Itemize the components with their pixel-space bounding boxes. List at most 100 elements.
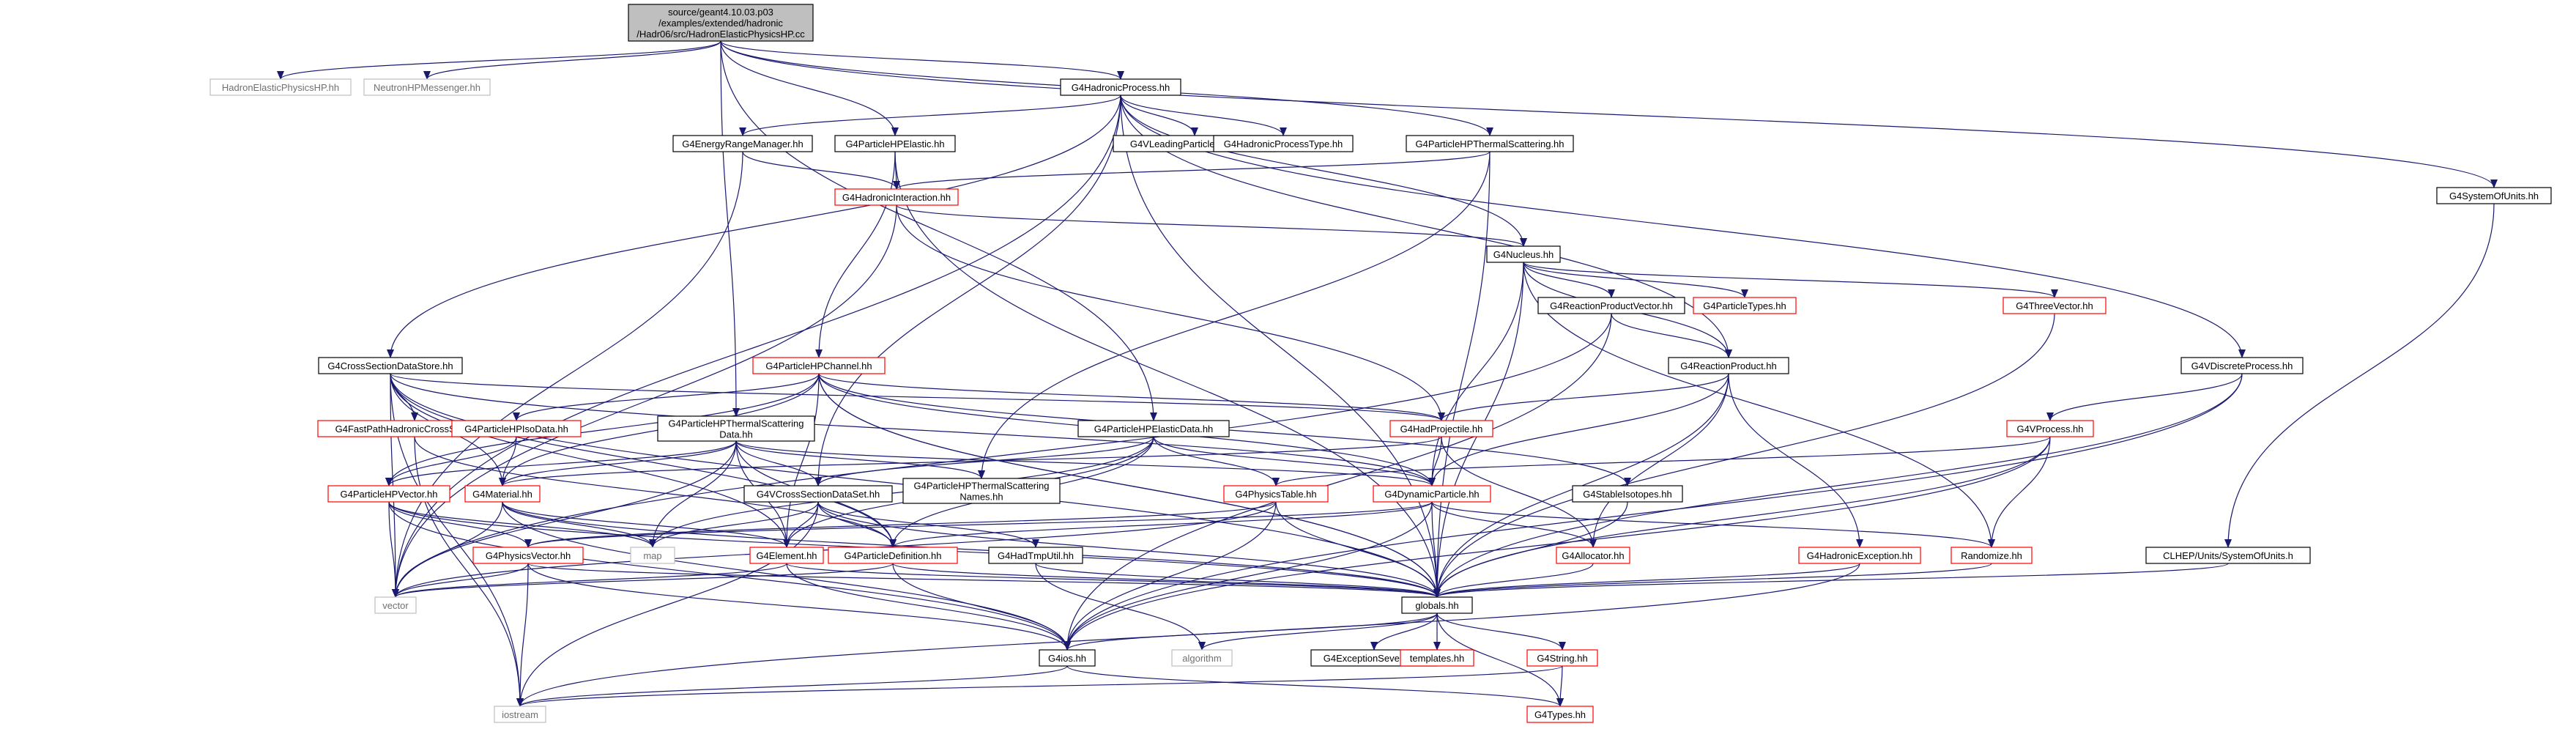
edge-hpelasticdata-to-dynparticle: [1153, 436, 1436, 486]
node-hadproc[interactable]: G4HadronicProcess.hh: [1060, 78, 1181, 96]
edge-hadproc-to-vxsdataset: [814, 95, 1121, 486]
node-label-physvector: G4PhysicsVector.hh: [486, 550, 571, 561]
node-physicstable[interactable]: G4PhysicsTable.hh: [1223, 485, 1329, 503]
node-physvector[interactable]: G4PhysicsVector.hh: [472, 547, 584, 564]
edge-nucleus-to-particletypes: [1523, 262, 1748, 298]
node-label-hadexception: G4HadronicException.hh: [1807, 550, 1913, 561]
node-box-material: [464, 485, 541, 503]
node-label-vector: vector: [382, 600, 409, 611]
edge-dynparticle-to-partdef: [889, 501, 1433, 548]
node-hadexception[interactable]: G4HadronicException.hh: [1798, 547, 1921, 564]
node-vxsdataset[interactable]: G4VCrossSectionDataSet.hh: [743, 485, 893, 503]
edge-root-to-hpelastic: [720, 40, 899, 136]
node-g4ios[interactable]: G4ios.hh: [1039, 649, 1096, 667]
edge-vxsdataset-to-map: [649, 501, 819, 548]
node-vdiscrete[interactable]: G4VDiscreteProcess.hh: [2180, 357, 2304, 374]
node-layer: source/geant4.10.03.p03/examples/extende…: [209, 4, 2552, 723]
node-label-hadproc: G4HadronicProcess.hh: [1072, 82, 1170, 93]
node-box-particletypes: [1693, 297, 1797, 314]
node-box-hpvector: [327, 485, 450, 503]
node-box-algorithm: [1171, 649, 1233, 667]
node-vprocess[interactable]: G4VProcess.hh: [2006, 420, 2094, 437]
node-label-hadtmputil: G4HadTmpUtil.hh: [998, 550, 1074, 561]
node-hadprojectile[interactable]: G4HadProjectile.hh: [1389, 420, 1493, 437]
edge-hadprojectile-to-material: [499, 436, 1442, 486]
node-map[interactable]: map: [630, 547, 675, 564]
edge-dynparticle-to-globals: [1431, 501, 1441, 598]
node-nucleus[interactable]: G4Nucleus.hh: [1486, 245, 1561, 263]
node-clhepunits[interactable]: CLHEP/Units/SystemOfUnits.h: [2145, 547, 2311, 564]
node-hpelastic[interactable]: G4ParticleHPElastic.hh: [834, 135, 956, 152]
node-hadproctype[interactable]: G4HadronicProcessType.hh: [1213, 135, 1354, 152]
edge-root-to-neutronmsg: [423, 40, 721, 80]
node-allocator[interactable]: G4Allocator.hh: [1556, 547, 1630, 564]
node-energyrange[interactable]: G4EnergyRangeManager.hh: [672, 135, 813, 152]
node-box-hadproctype: [1213, 135, 1354, 152]
edge-element-to-g4ios: [786, 563, 1071, 651]
node-box-globals: [1401, 596, 1473, 614]
edge-material-to-vector: [392, 501, 503, 598]
node-hpchannel[interactable]: G4ParticleHPChannel.hh: [752, 357, 886, 374]
node-label-exceptsev: G4ExceptionSeverity.hh: [1324, 653, 1425, 664]
node-sysunits[interactable]: G4SystemOfUnits.hh: [2436, 187, 2552, 204]
node-helasticphys[interactable]: HadronElasticPhysicsHP.hh: [209, 78, 352, 96]
node-hpelasticdata[interactable]: G4ParticleHPElasticData.hh: [1077, 420, 1230, 437]
node-reacprodvec[interactable]: G4ReactionProductVector.hh: [1537, 297, 1685, 314]
node-box-map: [630, 547, 675, 564]
node-label-hpchannel: G4ParticleHPChannel.hh: [765, 360, 872, 371]
node-iostream[interactable]: iostream: [494, 706, 546, 723]
edge-partdef-to-globals: [892, 563, 1441, 598]
node-xsdatastore[interactable]: G4CrossSectionDataStore.hh: [318, 357, 463, 374]
node-reacprod[interactable]: G4ReactionProduct.hh: [1668, 357, 1789, 374]
node-hpvector[interactable]: G4ParticleHPVector.hh: [327, 485, 450, 503]
node-label-hpthermnames: G4ParticleHPThermalScattering: [914, 481, 1050, 492]
node-hadinter[interactable]: G4HadronicInteraction.hh: [834, 188, 959, 206]
node-hadtmputil[interactable]: G4HadTmpUtil.hh: [988, 547, 1083, 564]
node-label-globals: globals.hh: [1415, 600, 1458, 611]
edge-hadtmputil-to-globals: [1035, 563, 1441, 598]
node-g4types[interactable]: G4Types.hh: [1526, 706, 1594, 723]
node-box-vxsdataset: [743, 485, 893, 503]
edge-vprocess-to-g4ios: [1064, 436, 2051, 651]
node-label-sysunits: G4SystemOfUnits.hh: [2449, 190, 2539, 201]
edge-hpthermdata-to-hpvector: [385, 440, 737, 486]
node-globals[interactable]: globals.hh: [1401, 596, 1473, 614]
node-dynparticle[interactable]: G4DynamicParticle.hh: [1373, 485, 1491, 503]
node-particletypes[interactable]: G4ParticleTypes.hh: [1693, 297, 1797, 314]
node-material[interactable]: G4Material.hh: [464, 485, 541, 503]
node-vector[interactable]: vector: [374, 596, 417, 614]
node-label-iostream: iostream: [502, 709, 538, 720]
node-box-allocator: [1556, 547, 1630, 564]
edge-hptherm-to-globals: [1433, 151, 1491, 598]
edge-hadinter-to-hadprojectile: [896, 204, 1445, 421]
node-root[interactable]: source/geant4.10.03.p03/examples/extende…: [628, 4, 814, 42]
edge-reacprodvec-to-reacprod: [1611, 313, 1732, 358]
node-box-reacprodvec: [1537, 297, 1685, 314]
edge-hpvector-to-vector: [388, 501, 399, 598]
node-element[interactable]: G4Element.hh: [749, 547, 824, 564]
node-threevec[interactable]: G4ThreeVector.hh: [2002, 297, 2107, 314]
node-g4string[interactable]: G4String.hh: [1526, 649, 1598, 667]
node-randomize[interactable]: Randomize.hh: [1950, 547, 2033, 564]
node-label-clhepunits: CLHEP/Units/SystemOfUnits.h: [2163, 550, 2293, 561]
node-stableiso[interactable]: G4StableIsotopes.hh: [1572, 485, 1683, 503]
node-partdef[interactable]: G4ParticleDefinition.hh: [828, 547, 958, 564]
node-hptherm[interactable]: G4ParticleHPThermalScattering.hh: [1406, 135, 1574, 152]
edge-dynparticle-to-randomize: [1431, 501, 1995, 548]
node-box-stableiso: [1572, 485, 1683, 503]
edge-hptherm-to-hpthermnames: [978, 151, 1491, 479]
edge-hadinter-to-vector: [392, 204, 897, 598]
edge-hptherm-to-hadinter: [893, 151, 1491, 190]
node-templates[interactable]: templates.hh: [1400, 649, 1474, 667]
edge-root-to-hpelasticdata: [720, 40, 1157, 421]
node-box-sysunits: [2436, 187, 2552, 204]
node-hpisodata[interactable]: G4ParticleHPIsoData.hh: [451, 420, 582, 437]
node-label-material: G4Material.hh: [472, 489, 532, 500]
node-neutronmsg[interactable]: NeutronHPMessenger.hh: [363, 78, 491, 96]
node-box-hptherm: [1406, 135, 1574, 152]
node-label-root: /examples/extended/hadronic: [658, 18, 783, 29]
edge-reacprod-to-hadprojectile: [1438, 373, 1729, 421]
node-algorithm[interactable]: algorithm: [1171, 649, 1233, 667]
